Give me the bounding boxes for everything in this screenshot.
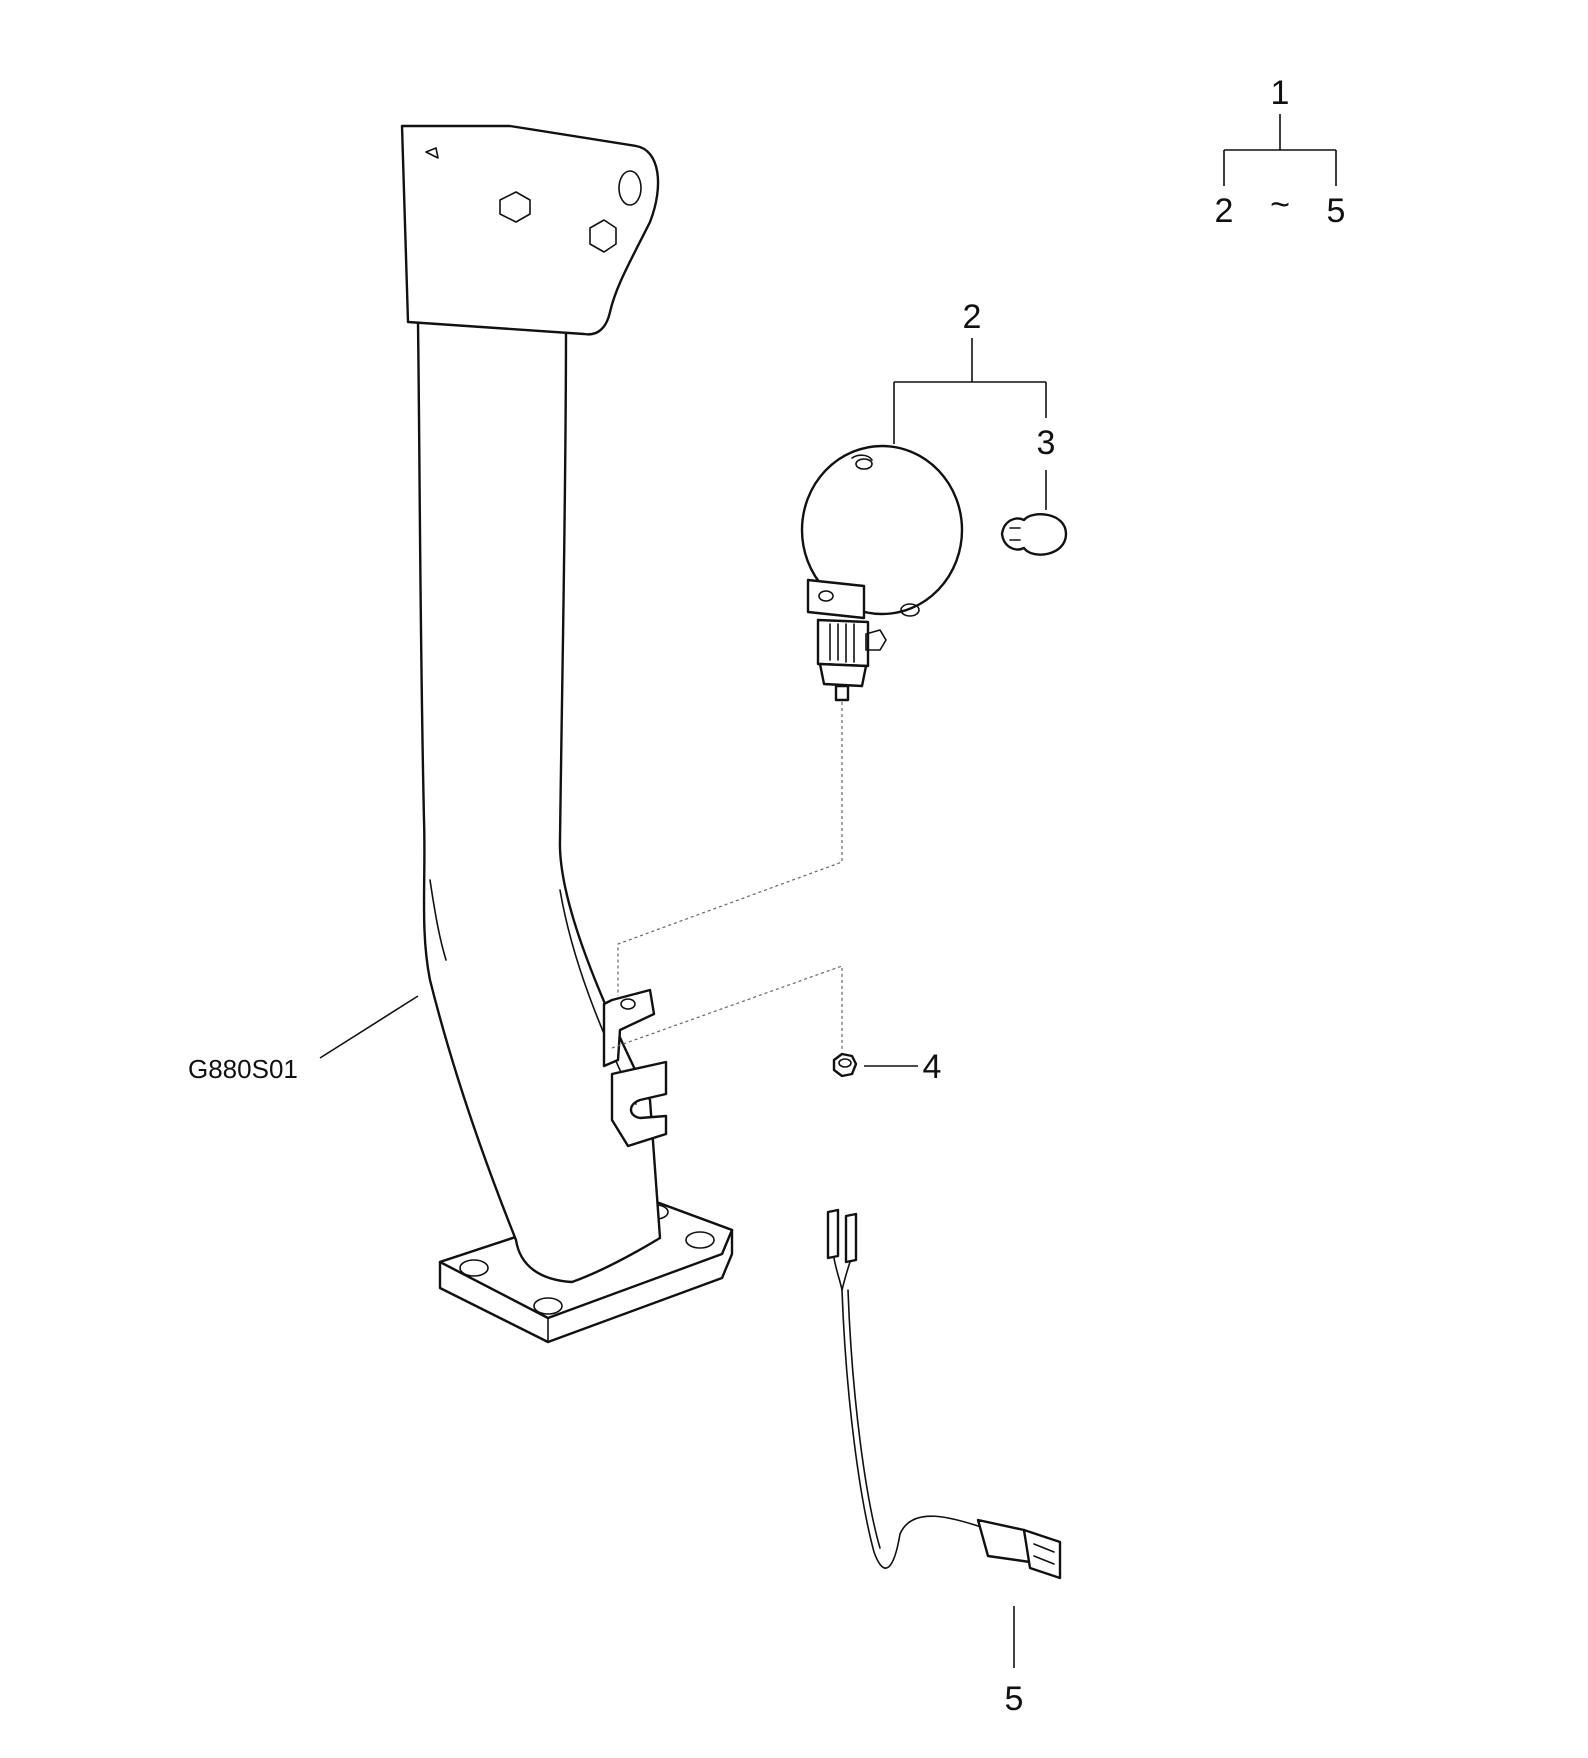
part-code-leader <box>319 995 419 1059</box>
bulb-glass <box>1000 513 1068 556</box>
callout-3-label: 3 <box>1037 424 1056 462</box>
lamp-assembly-line <box>617 702 843 996</box>
post-tube <box>416 320 662 1284</box>
callout-range-start-label: 2 <box>1215 192 1234 230</box>
wiring-harness: 5 <box>826 1208 1062 1718</box>
harness-terminal <box>826 1208 840 1260</box>
harness-wire-split <box>833 1257 851 1291</box>
lamp-bracket-hole <box>818 590 834 602</box>
assembly-callout-group: 1 2 ~ 5 <box>1215 74 1346 230</box>
callout-4-label: 4 <box>923 1048 942 1086</box>
harness-cable <box>841 1289 991 1569</box>
base-bolt-hole <box>533 1297 563 1315</box>
lamp-screw-hole <box>855 458 873 470</box>
lamp-bulb <box>1000 513 1068 556</box>
nut-assembly-line <box>611 965 843 1050</box>
top-bracket-plate <box>400 124 660 336</box>
mounting-post <box>400 124 734 1344</box>
lamp-adjust-hinge <box>816 618 870 668</box>
harness-cable-edge <box>847 1289 881 1549</box>
bracket-small-hole <box>425 147 439 159</box>
lamp-mount-foot <box>818 662 868 688</box>
callout-5-label: 5 <box>1005 1680 1024 1718</box>
lamp-housing <box>800 444 964 616</box>
callout-2-leader <box>893 338 1047 444</box>
callout-1-label: 1 <box>1271 74 1290 112</box>
tube-bend-line <box>429 879 447 961</box>
hex-bolt <box>589 219 617 253</box>
lamp-bracket-plate <box>806 578 866 620</box>
base-bolt-hole <box>685 1231 715 1249</box>
callout-range-end-label: 5 <box>1327 192 1346 230</box>
flange-nut <box>832 1052 858 1078</box>
lamp-mount-hole <box>620 998 636 1010</box>
hex-bolt <box>499 191 531 223</box>
bulb-filament <box>1009 527 1021 541</box>
lamp-hinge-bolt <box>865 629 887 651</box>
lamp-housing-detail <box>851 454 873 461</box>
callout-range-separator: ~ <box>1270 186 1290 224</box>
harness-terminal <box>844 1212 858 1264</box>
lamp-screw-hole <box>900 603 920 617</box>
lamp-callout-group: 2 3 <box>893 298 1056 510</box>
slotted-bracket <box>610 1060 668 1148</box>
lamp-hinge-ridges <box>829 623 855 663</box>
nut-callout-group: 4 <box>832 1048 942 1086</box>
callout-1-leader <box>1223 114 1337 186</box>
base-plate-edge <box>439 1261 549 1343</box>
harness-connector-body <box>976 1518 1032 1564</box>
base-bolt-hole <box>459 1259 489 1277</box>
lamp-mount-stud <box>834 684 850 702</box>
harness-connector-lines <box>1033 1543 1055 1565</box>
harness-connector-housing <box>1022 1528 1062 1580</box>
flange-nut-bore <box>838 1058 852 1068</box>
callout-2-label: 2 <box>963 298 982 336</box>
bracket-mount-hole <box>618 170 642 206</box>
part-code-label: G880S01 <box>188 1054 298 1084</box>
work-lamp <box>800 444 964 702</box>
